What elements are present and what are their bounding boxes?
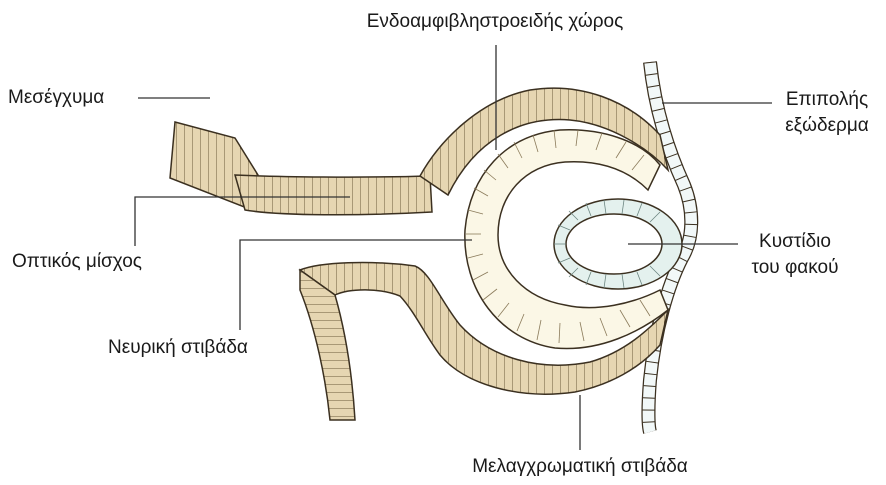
label-surface-ectoderm-2: εξώδερμα (772, 114, 882, 138)
label-lens-vesicle-1: Κυστίδιο (740, 230, 850, 254)
label-pigment-layer: Μελαγχρωματική στιβάδα (430, 455, 730, 479)
label-mesenchyme: Μεσέγχυμα (8, 86, 104, 110)
label-optic-stalk: Οπτικός μίσχος (12, 250, 142, 274)
label-intraretinal-space: Ενδοαμφιβληστροειδής χώρος (330, 10, 660, 34)
label-lens-vesicle-2: του φακού (740, 256, 850, 280)
label-neural-layer: Νευρική στιβάδα (108, 336, 248, 360)
label-surface-ectoderm-1: Επιπολής (772, 88, 882, 112)
